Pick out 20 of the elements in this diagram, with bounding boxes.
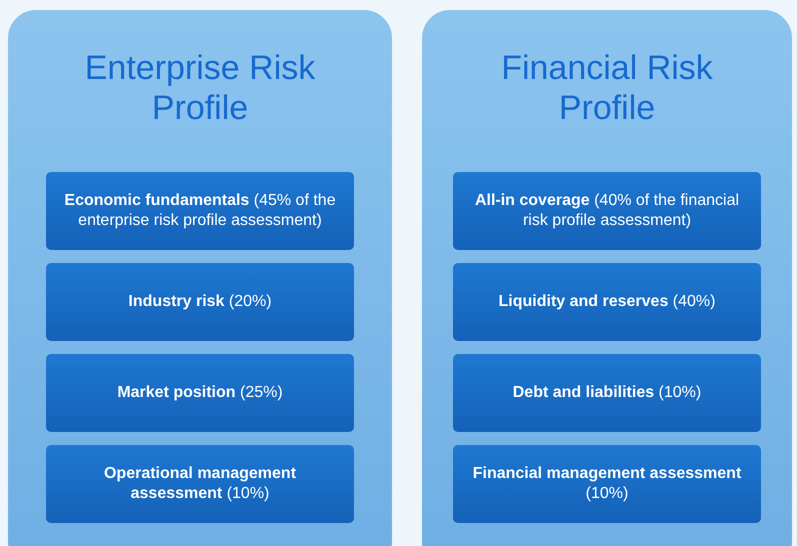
category-box bbox=[453, 263, 761, 341]
category-box bbox=[46, 354, 354, 432]
category-box bbox=[46, 263, 354, 341]
category-text: All-in coverage (40% of the financial risk profile assessment) bbox=[474, 191, 740, 231]
category-text: Financial management assessment (10%) bbox=[472, 464, 742, 504]
category-text: Industry risk (20%) bbox=[128, 292, 272, 312]
panel-card bbox=[422, 10, 792, 546]
category-text: Economic fundamentals (45% of the enterprise risk profile assessment) bbox=[63, 191, 337, 231]
category-text: Operational management assessment (10%) bbox=[102, 464, 298, 504]
panel-title: Financial Risk Profile bbox=[500, 48, 714, 129]
panel-card bbox=[8, 10, 392, 546]
category-box bbox=[453, 445, 761, 523]
category-text: Market position (25%) bbox=[117, 383, 283, 403]
category-text: Debt and liabilities (10%) bbox=[512, 383, 702, 403]
panel-title: Enterprise Risk Profile bbox=[84, 48, 316, 129]
category-box bbox=[46, 172, 354, 250]
category-box bbox=[46, 445, 354, 523]
category-box bbox=[453, 172, 761, 250]
category-box bbox=[453, 354, 761, 432]
category-text: Liquidity and reserves (40%) bbox=[498, 292, 716, 312]
